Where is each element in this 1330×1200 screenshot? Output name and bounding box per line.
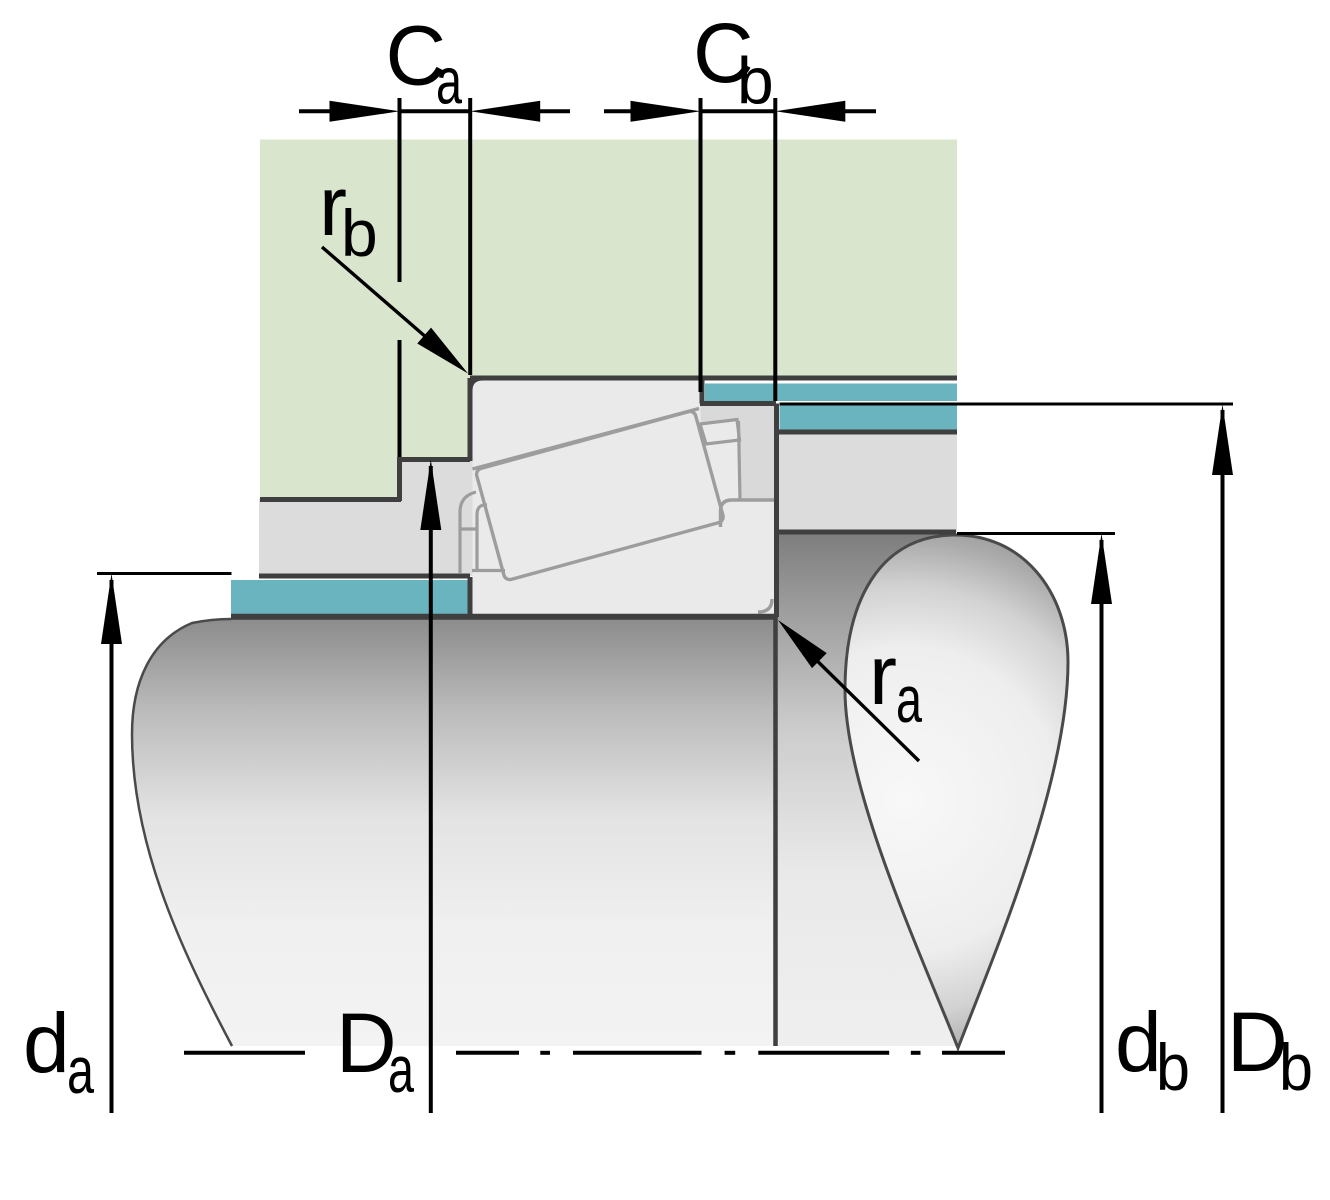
svg-text:C: C — [693, 6, 754, 100]
svg-text:D: D — [336, 996, 397, 1090]
svg-text:b: b — [1156, 1030, 1190, 1104]
svg-text:r: r — [869, 628, 897, 722]
svg-text:a: a — [388, 1032, 414, 1106]
svg-text:d: d — [1115, 995, 1162, 1089]
svg-text:b: b — [737, 44, 774, 118]
svg-text:r: r — [319, 159, 347, 253]
svg-text:d: d — [23, 996, 70, 1090]
svg-text:a: a — [896, 662, 922, 736]
svg-text:C: C — [386, 9, 447, 103]
svg-text:D: D — [1227, 995, 1288, 1089]
svg-text:a: a — [436, 44, 462, 118]
svg-text:b: b — [1279, 1030, 1313, 1104]
svg-text:a: a — [67, 1033, 94, 1107]
svg-text:b: b — [341, 196, 378, 270]
